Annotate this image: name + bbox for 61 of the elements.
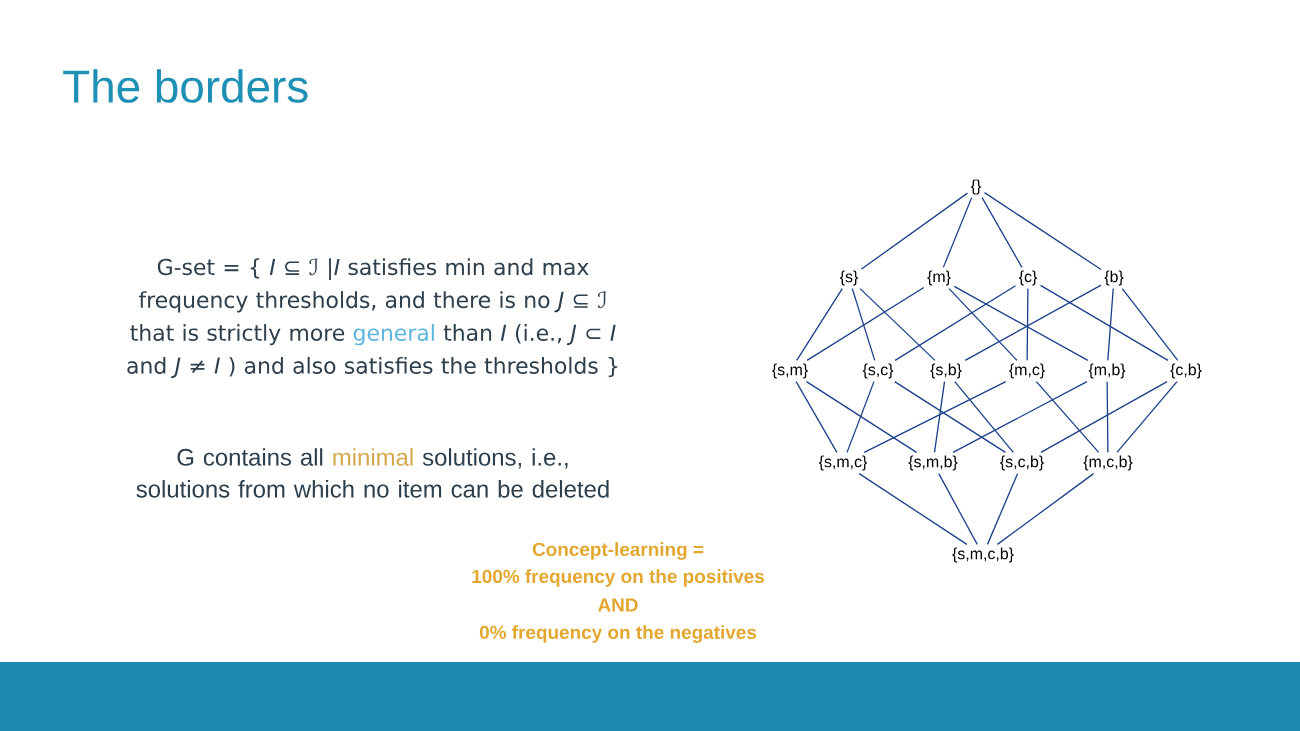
set-label: {c,b} [1170,363,1202,379]
set-label: {m} [927,270,951,286]
set-label: {s,m,b} [908,455,958,471]
note-text: G contains all minimal solutions, i.e., solutions from which no item can be deleted [136,448,609,498]
lattice-line [954,381,1014,454]
label: and J ≠ I ) and also satisfies the thresholds } [127,356,618,378]
lattice-line [1107,288,1114,362]
label: that is strictly more [130,324,345,346]
lattice-line [948,288,1018,362]
lattice-line [964,284,1102,362]
definition-text: G-set = { I ⊆ ℐ |I satisfies min and max frequency thresholds, and there is no J ⊆ ℐ that is strictly more general than I (i.e., J ⊂ I and J ≠ I ) and also satisfies the thresholds } [127,258,618,378]
set-label: {s,m,c} [818,455,868,471]
highlight-text: AND [597,598,638,612]
highlight-text: Concept-learning = [532,542,704,560]
set-label: {s,c,b} [1000,455,1044,471]
lattice-line [859,288,936,362]
lattice-line [1039,284,1169,362]
lattice-line [894,381,1007,454]
lattice-line [795,381,838,454]
set-label: {s,m} [772,363,808,379]
lattice-line [996,473,1095,546]
lattice-line [1040,381,1168,454]
lattice-line [933,381,946,454]
set-label: {m,b} [1088,363,1126,379]
lattice-line [981,197,1023,268]
lattice-line [846,381,875,454]
set-label: {m,c,b} [1083,455,1133,471]
set-label: {} [970,179,982,195]
slide-title: The borders [63,69,308,103]
label: G-set = { I ⊆ ℐ |I satisfies min and max [157,258,589,281]
lattice-line [858,473,968,546]
set-label: {c} [1018,270,1038,286]
label: general [353,324,434,346]
lattice-line [806,286,925,362]
lattice-line [953,285,1089,362]
set-label: {s,b} [930,363,962,379]
lattice-line [796,288,843,362]
label: frequency thresholds, and there is no J ⊆ ℐ [138,291,607,313]
lattice-line [851,288,876,362]
set-label: {b} [1104,270,1124,286]
set-label: {s,c} [862,363,894,379]
label: than I (i.e., J ⊂ I [443,324,616,346]
highlight-text: 0% frequency on the negatives [479,625,757,643]
lattice-line [938,473,978,546]
lattice-line [1121,288,1179,362]
lattice-line [860,192,969,270]
lattice-line [986,473,1019,546]
lattice-line [952,381,1088,454]
highlight-text: 100% frequency on the positives [472,569,764,587]
set-label: {m,c} [1009,363,1045,379]
lattice-line [1106,381,1109,454]
lattice-line [863,381,1007,454]
lattice-line [1035,381,1100,454]
set-label: {s} [839,270,859,286]
lattice-line [1026,288,1029,362]
set-label: {s,m,c,b} [952,547,1014,563]
lattice-line [805,381,918,454]
lattice-line [1116,381,1178,454]
lattice-line [942,197,973,268]
lattice-line [894,285,1017,362]
lattice-line [983,191,1102,271]
